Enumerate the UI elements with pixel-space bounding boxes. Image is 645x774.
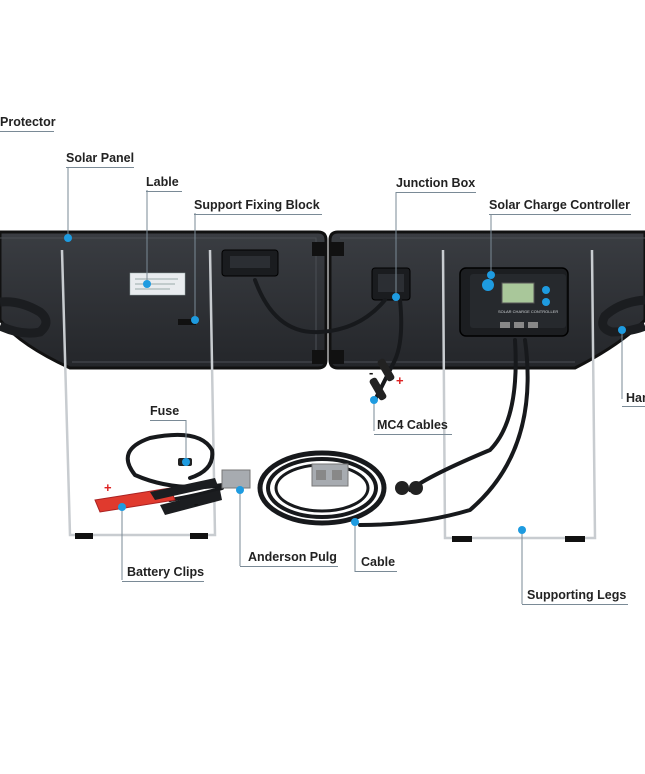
label-handle: Han bbox=[626, 391, 645, 405]
anderson-plugs bbox=[221, 463, 349, 489]
leader-lines bbox=[67, 168, 623, 604]
label-junction-box: Junction Box bbox=[396, 176, 476, 190]
label-cable: Cable bbox=[361, 555, 396, 569]
label-battery-clips: Battery Clips bbox=[127, 565, 205, 579]
callout-dots bbox=[64, 234, 626, 534]
label-solar-charge-controller: Solar Charge Controller bbox=[489, 198, 630, 212]
charge-controller bbox=[459, 267, 569, 337]
label-anderson-plug: Anderson Pulg bbox=[248, 550, 337, 564]
left-solar-panel bbox=[0, 230, 328, 370]
label-lable: Lable bbox=[146, 175, 179, 189]
label-fuse: Fuse bbox=[150, 404, 180, 418]
supporting-legs bbox=[60, 249, 597, 540]
mc4-minus-sign: - bbox=[369, 365, 374, 380]
battery-clips bbox=[94, 478, 222, 515]
label-protector: Protector bbox=[0, 115, 56, 129]
cables bbox=[125, 278, 530, 527]
label-solar-panel: Solar Panel bbox=[66, 151, 135, 165]
mc4-plus-sign: + bbox=[396, 373, 404, 388]
label-support-fixing-block: Support Fixing Block bbox=[194, 198, 320, 212]
label-supporting-legs: Supporting Legs bbox=[527, 588, 627, 602]
mc4-connectors bbox=[369, 358, 423, 495]
label-mc4-cables: MC4 Cables bbox=[377, 418, 448, 432]
clip-plus-sign: + bbox=[104, 480, 112, 495]
controller-title: SOLAR CHARGE CONTROLLER bbox=[498, 309, 559, 314]
clip-minus-sign: - bbox=[194, 496, 199, 511]
